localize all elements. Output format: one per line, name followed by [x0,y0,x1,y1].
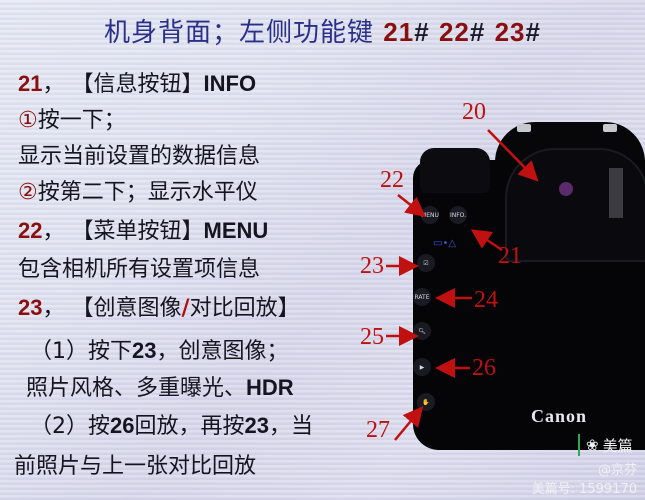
section-21-line-2: 显示当前设置的数据信息 [18,138,260,170]
section-label: 【信息按钮】 [71,72,204,97]
section-number: 23 [18,295,43,320]
hash: # [525,17,541,47]
section-23-heading: 23， 【创意图像/对比回放】 [18,290,300,322]
line-text: 照片风格、多重曝光、 [26,376,247,401]
line-text: 显示当前设置的数据信息 [18,144,261,169]
callout-24: 24 [474,287,498,313]
menu-button: MENU [421,206,439,224]
section-23-line-2: 照片风格、多重曝光、HDR [26,370,294,402]
section-23-line-1: （1）按下23，创意图像； [30,333,289,365]
hash: # [469,17,486,47]
section-english: MENU [203,218,269,243]
title-num-22: 22 [438,17,470,47]
section-23-line-3: （2）按26回放，再按23，当 [30,408,313,440]
section-label-b: 对比回放】 [189,296,300,321]
line-text: ，当 [268,414,313,439]
watermark-id: 美篇号: 1599170 [531,482,637,497]
callout-23: 23 [360,253,384,279]
separator: ， [42,219,65,244]
circled-number: ① [18,108,38,133]
callout-22: 22 [380,167,404,193]
rate-button: RATE [413,288,431,306]
line-number: HDR [246,375,294,400]
section-21-line-1: ①按一下； [18,102,126,134]
callout-20: 20 [462,99,486,125]
watermark-user: @京芬 [597,463,637,478]
line-text: 前照片与上一张对比回放 [14,454,257,479]
section-21-line-3: ②按第二下；显示水平仪 [18,174,258,206]
line-text: （2）按 [30,414,110,439]
viewfinder [505,148,645,262]
section-21-heading: 21， 【信息按钮】INFO [18,66,256,98]
line-text: ，创意图像； [156,339,289,364]
info-button: INFO. [449,206,467,224]
title-text: 机身背面；左侧功能键 [104,18,375,48]
info-label: INFO. [449,211,467,219]
canon-logo: Canon [531,406,588,426]
lock-icon: ▭•△ [433,238,457,249]
erase-button: ✋ [417,393,435,411]
hotshoe-right [603,124,617,132]
section-number: 22 [18,218,43,243]
title-num-21: 21 [383,17,415,47]
section-label-a: 【创意图像 [71,296,182,321]
separator: ， [42,72,65,97]
callout-21: 21 [498,243,522,269]
slash: / [181,296,190,321]
line-text: （1）按下 [30,339,132,364]
meipian-watermark-logo: ❀ 美篇 [578,434,633,456]
page-title: 机身背面；左侧功能键 21# 22# 23# [0,12,645,49]
title-num-23: 23 [494,17,526,47]
section-label: 【菜单按钮】 [71,219,204,244]
line-number: 26 [110,413,135,438]
section-number: 21 [18,71,43,96]
menu-label: MENU [421,211,439,219]
callout-26: 26 [472,355,496,381]
mode-dial [420,148,490,193]
line-text: 回放，再按 [134,414,245,439]
section-english: INFO [203,71,257,96]
creative-picture-button: ☑ [417,254,435,272]
section-23-line-4: 前照片与上一张对比回放 [14,448,256,480]
line-text: 按一下； [37,108,126,133]
section-22-line-1: 包含相机所有设置项信息 [18,251,260,283]
callout-27: 27 [366,417,390,443]
separator: ， [42,296,65,321]
camera-back-image: MENU INFO. ▭•△ ☑ RATE 🔍︎ ▶ ✋ Canon [405,108,645,450]
watermark-brand: 美篇 [602,436,633,455]
callout-25: 25 [360,324,384,350]
line-text: 按第二下；显示水平仪 [37,180,258,205]
hash: # [414,17,430,47]
playback-button: ▶ [413,358,431,376]
line-text: 包含相机所有设置项信息 [18,257,261,282]
viewfinder-sensor [609,168,623,218]
section-22-heading: 22， 【菜单按钮】MENU [18,213,268,245]
hotshoe-left [517,124,531,132]
line-number: 23 [244,413,269,438]
rate-label: RATE [414,293,430,301]
line-number: 23 [132,338,157,363]
magnify-button: 🔍︎ [413,322,431,340]
circled-number: ② [18,180,38,205]
viewfinder-glow [559,182,573,196]
meipian-logo-icon: ❀ [586,436,599,454]
